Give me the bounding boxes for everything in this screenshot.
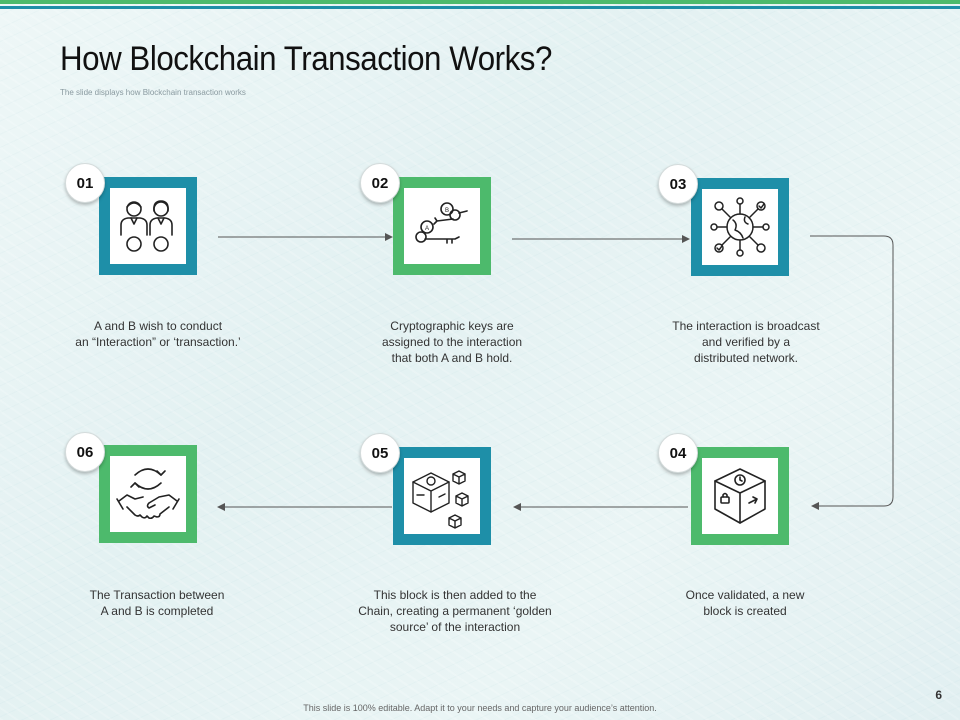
step-02-number: 02 — [360, 163, 400, 203]
step-02-box: B A — [393, 177, 491, 275]
step-01-description: A and B wish to conduct an “Interaction”… — [75, 319, 241, 349]
step-05-box — [393, 447, 491, 545]
step-02-description: Cryptographic keys are assigned to the i… — [381, 319, 523, 365]
page-number: 6 — [935, 688, 942, 702]
svg-text:A: A — [425, 226, 429, 232]
slide-title: How Blockchain Transaction Works? — [60, 40, 552, 78]
step-03-box — [691, 178, 789, 276]
step-05-description: This block is then added to the Chain, c… — [358, 588, 552, 634]
slide-subtitle: The slide displays how Blockchain transa… — [60, 88, 246, 97]
step-05-number: 05 — [360, 433, 400, 473]
step-04-description: Once validated, a new block is created — [685, 588, 805, 618]
step-04-number: 04 — [658, 433, 698, 473]
step-06-description: The Transaction between A and B is compl… — [89, 588, 225, 618]
step-04-box — [691, 447, 789, 545]
distributed-network-icon — [710, 197, 770, 257]
step-03-description: The interaction is broadcast and verifie… — [672, 319, 820, 365]
new-block-icon — [714, 468, 766, 524]
step-03-number: 03 — [658, 164, 698, 204]
step-06-number: 06 — [65, 432, 105, 472]
step-01-box — [99, 177, 197, 275]
top-accent-bar-teal — [0, 6, 960, 9]
two-people-icon — [120, 200, 173, 252]
footer-note: This slide is 100% editable. Adapt it to… — [303, 703, 657, 713]
handshake-icon — [116, 468, 180, 520]
top-accent-bar-green — [0, 0, 960, 4]
step-01-number: 01 — [65, 163, 105, 203]
block-chain-icon — [412, 470, 469, 529]
cryptographic-keys-icon: B A — [415, 202, 468, 244]
step-06-box — [99, 445, 197, 543]
connector-03-04 — [810, 235, 894, 510]
svg-text:B: B — [445, 208, 449, 214]
